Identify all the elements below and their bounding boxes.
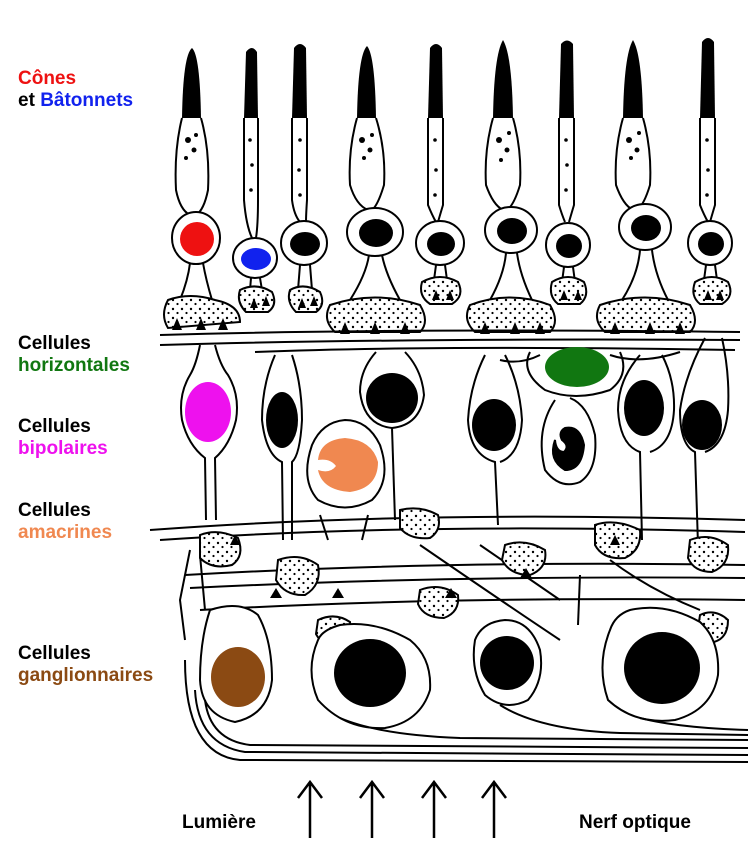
horizontal-nucleus	[545, 347, 609, 387]
arrow-up-icon	[422, 782, 446, 838]
rod-nucleus	[241, 248, 271, 270]
amacrine-cell	[307, 420, 384, 540]
inner-segment-speckles	[184, 131, 710, 197]
cone-nucleus	[180, 222, 214, 256]
bipolar-cells	[181, 338, 728, 545]
arrow-up-icon	[298, 782, 322, 838]
outer-segments	[182, 38, 715, 118]
ganglion-cells	[200, 606, 718, 728]
bipolar-nucleus-magenta	[185, 382, 231, 442]
light-arrows	[298, 782, 506, 838]
arrow-up-icon	[482, 782, 506, 838]
arrow-up-icon	[360, 782, 384, 838]
ganglion-nucleus-brown	[211, 647, 265, 707]
outer-plexiform-pedicles	[164, 277, 730, 332]
